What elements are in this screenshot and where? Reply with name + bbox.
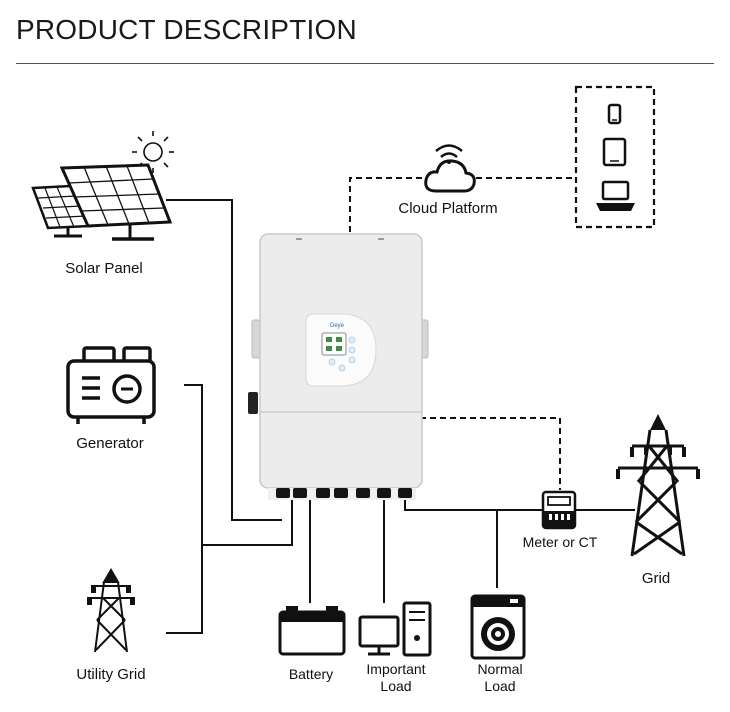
battery-label: Battery <box>289 666 333 682</box>
devices-box <box>574 85 656 229</box>
battery-icon <box>278 606 346 656</box>
computer-icon <box>358 601 432 657</box>
phone-icon <box>607 103 622 125</box>
grid-tower-icon <box>616 414 700 557</box>
grid-label: Grid <box>642 570 670 587</box>
title-divider <box>16 63 714 64</box>
important-load-label-line2: Load <box>380 678 411 694</box>
normal-load-label-line1: Normal <box>477 661 522 677</box>
laptop-icon <box>596 180 635 211</box>
generator-label: Generator <box>76 435 144 452</box>
normal-load-label-line2: Load <box>484 678 515 694</box>
cloud-platform-label: Cloud Platform <box>398 200 497 217</box>
cloud-icon <box>424 144 476 193</box>
utility-grid-label: Utility Grid <box>76 666 145 683</box>
meter-label: Meter or CT <box>523 534 598 550</box>
washing-machine-icon <box>470 594 526 660</box>
tablet-icon <box>602 137 627 167</box>
generator-icon <box>66 346 156 424</box>
cloud-to-inverter <box>349 177 422 238</box>
inverter-icon: Deye <box>248 233 429 500</box>
communication-lines <box>349 177 576 490</box>
solar-panel-back <box>31 184 92 238</box>
inverter-brand: Deye <box>330 323 345 329</box>
utility-grid-tower-icon <box>87 568 135 653</box>
solar-panel-label: Solar Panel <box>65 260 143 277</box>
utility-grid-line <box>166 545 203 634</box>
connection-lines <box>166 199 635 634</box>
meter-icon <box>541 490 577 530</box>
solar-panel-front <box>59 163 173 241</box>
page-title: PRODUCT DESCRIPTION <box>16 14 357 45</box>
solar-line <box>166 199 282 521</box>
important-load-label-line1: Important <box>366 661 425 677</box>
solar-panel-icon <box>31 163 173 241</box>
meter-to-inverter <box>420 417 561 490</box>
grid-line <box>404 500 635 511</box>
